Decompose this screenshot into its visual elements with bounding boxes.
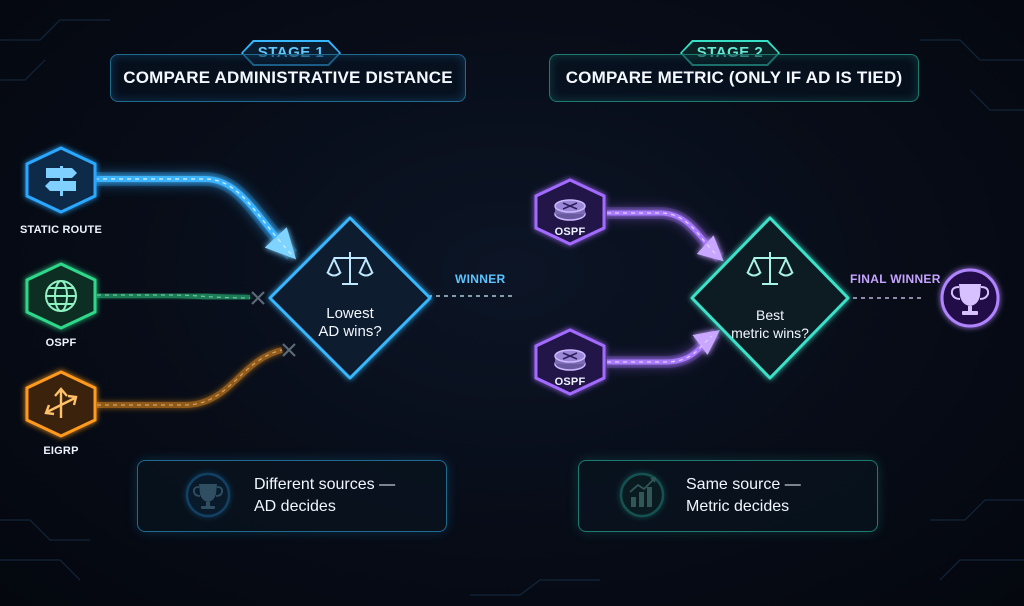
stage1-title: COMPARE ADMINISTRATIVE DISTANCE xyxy=(110,54,466,102)
eigrp-source-label: EIGRP xyxy=(43,445,79,457)
background-circuit-traces xyxy=(0,19,1024,596)
final-winner-label: FINAL WINNER xyxy=(850,272,941,286)
router-icon xyxy=(554,349,586,371)
ospf-source-label: OSPF xyxy=(45,337,77,349)
stage1-note-box xyxy=(137,460,447,532)
stage2-note-line2: Metric decides xyxy=(686,498,790,515)
eigrp-connector-rejected xyxy=(97,347,283,408)
decision1-line1: Lowest xyxy=(326,305,374,322)
scales-icon-stage1 xyxy=(326,252,374,285)
lowest-ad-decision-text: Lowest AD wins? xyxy=(300,305,400,341)
static-route-label: STATIC ROUTE xyxy=(19,224,103,236)
stage2-note-box xyxy=(578,460,878,532)
stage1-title-text: COMPARE ADMINISTRATIVE DISTANCE xyxy=(123,68,453,87)
signpost-icon xyxy=(45,166,77,196)
decision2-line1: Best xyxy=(755,307,784,323)
globe-icon xyxy=(45,280,77,312)
ospf-rejected-x-icon xyxy=(251,291,265,305)
stage1-note-line1: Different sources — xyxy=(254,476,396,493)
routing-arrows-icon xyxy=(44,387,78,418)
stage2-title: COMPARE METRIC (ONLY IF AD IS TIED) xyxy=(549,54,919,102)
eigrp-rejected-x-icon xyxy=(282,343,296,357)
best-metric-decision-diamond xyxy=(690,216,850,380)
decision1-line2: AD wins? xyxy=(318,323,382,340)
scales-icon-stage2 xyxy=(746,252,794,285)
winner-label: WINNER xyxy=(455,272,506,286)
router-icon xyxy=(554,199,586,221)
stage2-note-line1: Same source — xyxy=(686,476,801,493)
stage1-note-line2: AD decides xyxy=(254,498,336,515)
stage2-title-text: COMPARE METRIC (ONLY IF AD IS TIED) xyxy=(565,68,903,87)
lowest-ad-decision-diamond xyxy=(268,216,432,380)
stage2-note-text: Same source — Metric decides xyxy=(686,474,801,518)
stage1-note-text: Different sources — AD decides xyxy=(254,474,395,518)
ospf-router-top-label: OSPF xyxy=(554,226,586,238)
trophy-icon xyxy=(950,284,990,315)
decision2-line2: metric wins? xyxy=(731,325,809,341)
best-metric-decision-text: Best metric wins? xyxy=(718,306,822,342)
ospf-router-bottom-label: OSPF xyxy=(554,376,586,388)
